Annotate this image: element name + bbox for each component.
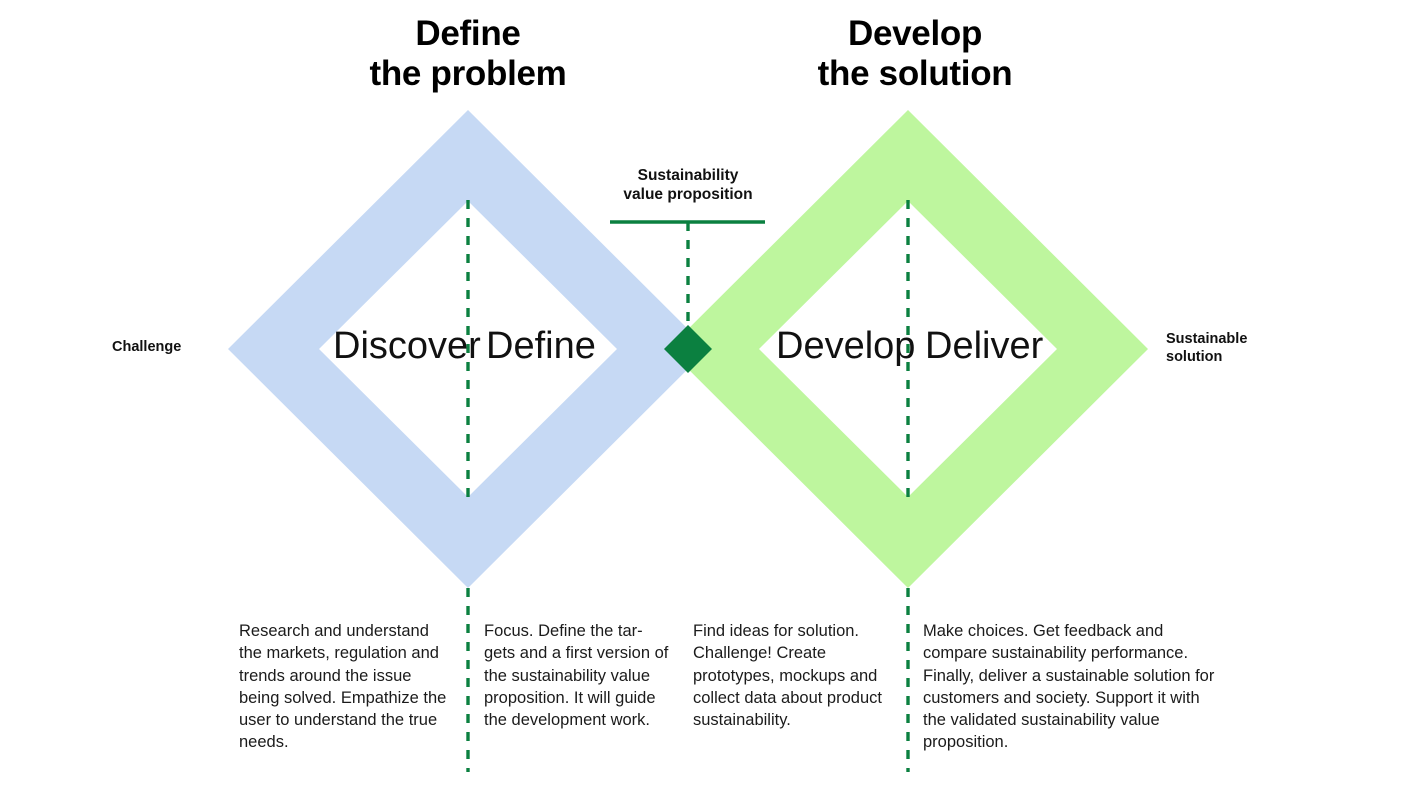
heading-develop-the-solution: Develop the solution	[817, 14, 1013, 93]
stage-label-develop: Develop	[776, 325, 916, 367]
heading-define-the-problem: Define the problem	[369, 14, 567, 93]
diamond-right-ring	[668, 110, 1148, 588]
stage-label-define: Define	[486, 325, 596, 367]
diamond-left-ring	[228, 110, 708, 588]
description-define: Focus. Define the tar-gets and a first v…	[484, 622, 669, 730]
diamond-marker-icon	[664, 325, 712, 373]
description-deliver: Make choices. Get feedback and compare s…	[923, 622, 1215, 752]
side-label-sustainable-solution: Sustainable solution	[1166, 331, 1248, 365]
stage-label-deliver: Deliver	[925, 325, 1044, 367]
sustainability-value-proposition-callout: Sustainability value proposition	[623, 167, 753, 203]
description-develop: Find ideas for solution. Challenge! Crea…	[693, 622, 882, 730]
side-label-challenge: Challenge	[112, 339, 182, 355]
stage-label-discover: Discover	[333, 325, 481, 367]
description-discover: Research and understand the markets, reg…	[239, 622, 447, 752]
